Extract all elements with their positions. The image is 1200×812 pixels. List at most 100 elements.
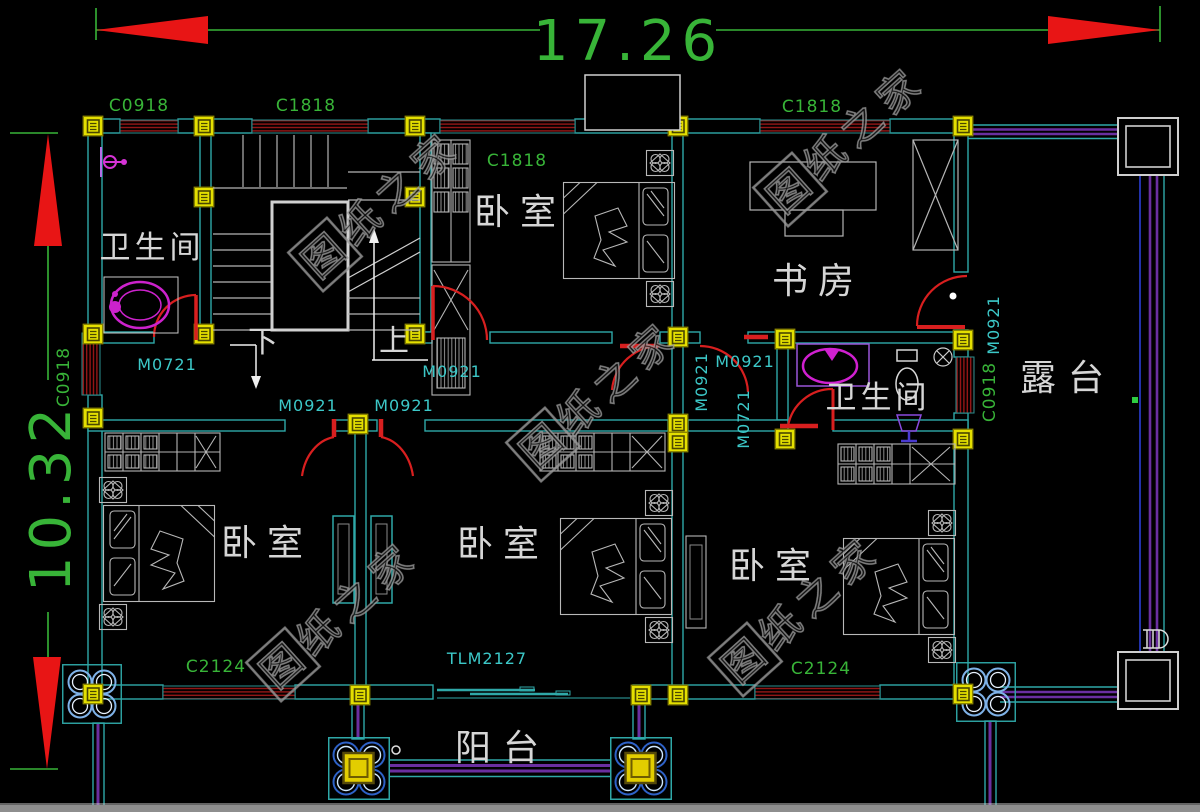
- shower-drain: [933, 347, 953, 367]
- door-hall-bedroom-left: [300, 419, 337, 477]
- column-marker: [82, 683, 104, 705]
- label-m0921-hall-left: M0921: [278, 396, 338, 415]
- windows: [81, 119, 975, 700]
- furniture: [98, 74, 959, 664]
- door-corridor-left: [610, 343, 661, 391]
- sliding-door-tlm2127: [437, 686, 630, 699]
- column-marker: [404, 115, 426, 137]
- label-c2124-right: C2124: [791, 659, 851, 679]
- room-bedroom-bottom-right: 卧室: [729, 546, 821, 587]
- room-bedroom-bottom-left: 卧室: [221, 523, 313, 564]
- window-c1818-mid: [439, 119, 576, 134]
- window-c2124-right: [754, 685, 881, 700]
- door-knob-dot: [949, 292, 957, 300]
- stair-down-arrow: [230, 344, 261, 389]
- label-m0921-corridor-v: M0921: [692, 352, 711, 412]
- door-bath-right: [780, 387, 835, 430]
- cabinet-hall-middle: [539, 432, 666, 472]
- stairs: [213, 135, 428, 389]
- cabinet-bedroom-right: [837, 443, 956, 485]
- room-terrace: 露台: [1020, 358, 1116, 399]
- label-c1818-mid: C1818: [487, 151, 547, 171]
- label-m0921-study: M0921: [984, 295, 1003, 355]
- label-c1818-top-left: C1818: [276, 96, 336, 116]
- dim-arrow-up: [34, 134, 62, 246]
- window-c1818-top-left: [251, 119, 369, 134]
- label-tlm2127: TLM2127: [446, 649, 527, 668]
- column-marker: [82, 323, 104, 345]
- balcony-dot: [391, 745, 401, 755]
- room-study: 书房: [772, 261, 864, 302]
- label-m0921-bedroom: M0921: [422, 362, 482, 381]
- label-c2124-left: C2124: [186, 657, 246, 677]
- stair-down-label: 下: [248, 325, 278, 360]
- fixtures: [100, 147, 953, 443]
- door-study-terrace: [915, 274, 968, 329]
- column-marker: [82, 115, 104, 137]
- drain-icon: [1143, 629, 1169, 649]
- label-c0918-left: C0918: [54, 347, 74, 407]
- column-marker: [667, 413, 689, 435]
- window-c1818-top-right: [759, 119, 891, 134]
- label-m0721-corridor-v: M0721: [734, 389, 753, 449]
- column-marker: [774, 328, 796, 350]
- terrace-column-top: [1117, 117, 1179, 176]
- roof-box: [584, 74, 681, 131]
- label-c0918-top: C0918: [109, 96, 169, 116]
- terrace-railing: [968, 117, 1179, 710]
- bathtub-left: [103, 276, 179, 334]
- label-c1818-top-right: C1818: [782, 97, 842, 117]
- dimension-left: 10.32: [10, 132, 84, 770]
- column-marker: [952, 329, 974, 351]
- room-balcony: 阳台: [455, 728, 551, 769]
- door-hall-bedroom-middle: [378, 419, 415, 477]
- toilet: [895, 349, 919, 401]
- window-code-labels: C0918 C1818 C1818 C1818 C2124 C2124 C091…: [54, 96, 1000, 679]
- door-bath-left: [152, 293, 198, 340]
- column-marker: [952, 683, 974, 705]
- bathtub-right: [796, 343, 870, 387]
- window-c2124-left: [162, 685, 296, 700]
- column-marker: [952, 428, 974, 450]
- dim-arrow-left: [96, 16, 208, 44]
- label-m0921-corridor-h: M0921: [715, 352, 775, 371]
- study-wardrobe: [912, 139, 959, 251]
- room-labels: 卫生间 卧室 书房 卫生间 露台 卧室 卧室 卧室 阳台 下 上: [100, 192, 1116, 769]
- dim-arrow-down: [33, 657, 61, 769]
- stair-up-label: 上: [379, 324, 409, 359]
- window-c0918-top: [119, 119, 179, 134]
- room-bedroom-bottom-middle: 卧室: [457, 524, 549, 565]
- door-bedroom-top: [431, 284, 489, 341]
- column-marker: [193, 186, 215, 208]
- balcony-structures: [61, 661, 1017, 811]
- dimension-top-value: 17.26: [533, 9, 723, 74]
- column-marker: [82, 407, 104, 429]
- label-m0921-hall-right: M0921: [374, 396, 434, 415]
- column-marker: [349, 684, 371, 706]
- terrace-column-bottom: [1117, 651, 1179, 710]
- column-marker: [667, 684, 689, 706]
- dimension-top: 17.26: [95, 6, 1161, 74]
- pedestal-sink: [895, 414, 923, 443]
- column-marker: [347, 413, 369, 435]
- cabinet-hall-left: [104, 432, 221, 472]
- dim-arrow-right: [1048, 16, 1160, 44]
- bottom-edge-bar: [0, 803, 1200, 812]
- column-marker: [774, 428, 796, 450]
- room-bath-left: 卫生间: [100, 230, 205, 266]
- closet-top: [431, 139, 471, 396]
- doors: [152, 274, 968, 477]
- stair-up-arrow: [369, 228, 428, 361]
- column-marker: [630, 684, 652, 706]
- room-bedroom-top: 卧室: [474, 192, 566, 233]
- window-c0918-right: [955, 356, 975, 414]
- column-marker: [193, 115, 215, 137]
- door-code-labels: M0721 M0921 M0921 M0921 M0921 M0921 M072…: [137, 295, 1003, 668]
- column-marker: [667, 431, 689, 453]
- room-bath-right: 卫生间: [826, 380, 931, 416]
- door-corridor-right: [699, 334, 768, 393]
- label-m0721-left: M0721: [137, 355, 197, 374]
- green-dot: [1132, 397, 1138, 403]
